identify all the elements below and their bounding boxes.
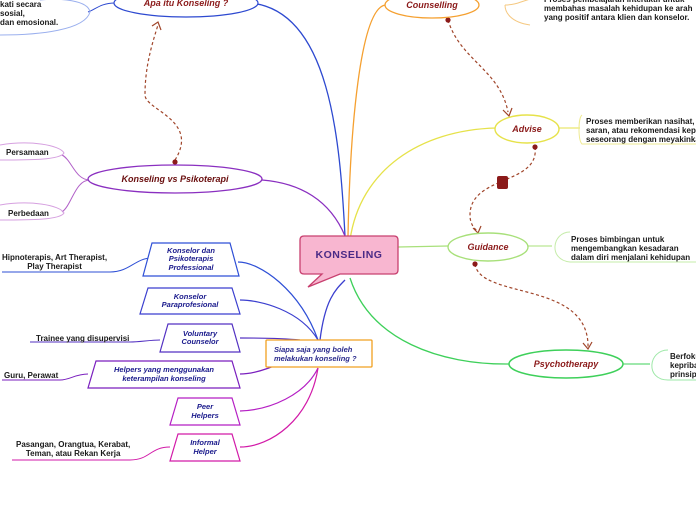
desc-counselling: Proses pembelajaran interaktif untuk mem…	[544, 0, 693, 22]
dot-guidance	[472, 261, 478, 267]
node-counselling[interactable]: Counselling	[406, 0, 458, 10]
node-guidance[interactable]: Guidance	[467, 242, 509, 252]
node-who-can-counsel[interactable]: Siapa saja yang boleh melakukan konselin…	[274, 345, 357, 363]
desc-guidance: Proses bimbingan untuk mengembangkan kes…	[571, 235, 691, 262]
dot-counselling	[445, 17, 451, 23]
role-voluntary-counselor[interactable]: Voluntary Counselor	[181, 328, 219, 346]
node-konseling-vs-psikoterapi[interactable]: Konseling vs Psikoterapi	[121, 174, 229, 184]
dot-comparison	[172, 159, 178, 165]
comparison-item-perbedaan[interactable]: Perbedaan	[8, 209, 49, 218]
example-helpers: Guru, Perawat	[4, 371, 59, 380]
branch-comparison	[261, 179, 346, 237]
relation-marker	[497, 176, 508, 189]
example-voluntary: Trainee yang disupervisi	[36, 334, 130, 343]
central-topic-konseling[interactable]: KONSELING	[315, 249, 383, 261]
node-psychotherapy[interactable]: Psychotherapy	[533, 359, 599, 369]
branch-who	[319, 279, 346, 341]
desc-advise: Proses memberikan nasihat, saran, atau r…	[586, 117, 696, 144]
branch-counselling	[347, 4, 386, 237]
node-apa-itu-konseling[interactable]: Apa itu Konseling ?	[143, 0, 229, 8]
desc-psychotherapy: Berfokus kepribadian prinsip	[670, 352, 696, 379]
example-informal: Pasangan, Orangtua, Kerabat, Teman, atau…	[16, 440, 131, 458]
who-link-2	[239, 299, 319, 341]
who-link-1	[237, 261, 319, 341]
who-link-6	[239, 367, 319, 448]
role-konselor-paraprofesional[interactable]: Konselor Paraprofesional	[161, 291, 219, 309]
comparison-item-persamaan[interactable]: Persamaan	[6, 148, 49, 157]
role-informal-helper[interactable]: Informal Helper	[190, 438, 220, 456]
branch-guidance	[397, 245, 449, 248]
role-konselor-psikoterapis-professional[interactable]: Konselor dan Psikoterapis Professional	[167, 245, 215, 272]
who-link-5	[239, 367, 319, 412]
branch-psychotherapy	[349, 277, 511, 365]
branch-advise	[349, 127, 497, 241]
example-professional: Hipnoterapis, Art Therapist, Play Therap…	[2, 253, 108, 271]
node-advise[interactable]: Advise	[512, 124, 542, 134]
role-peer-helpers[interactable]: Peer Helpers	[191, 402, 219, 420]
top-left-description: kati secara sosial, dan emosional.	[0, 0, 59, 27]
dot-advise	[532, 144, 538, 150]
branch-apa-itu	[249, 2, 346, 237]
role-helpers-keterampilan[interactable]: Helpers yang menggunakan keterampilan ko…	[113, 365, 215, 383]
